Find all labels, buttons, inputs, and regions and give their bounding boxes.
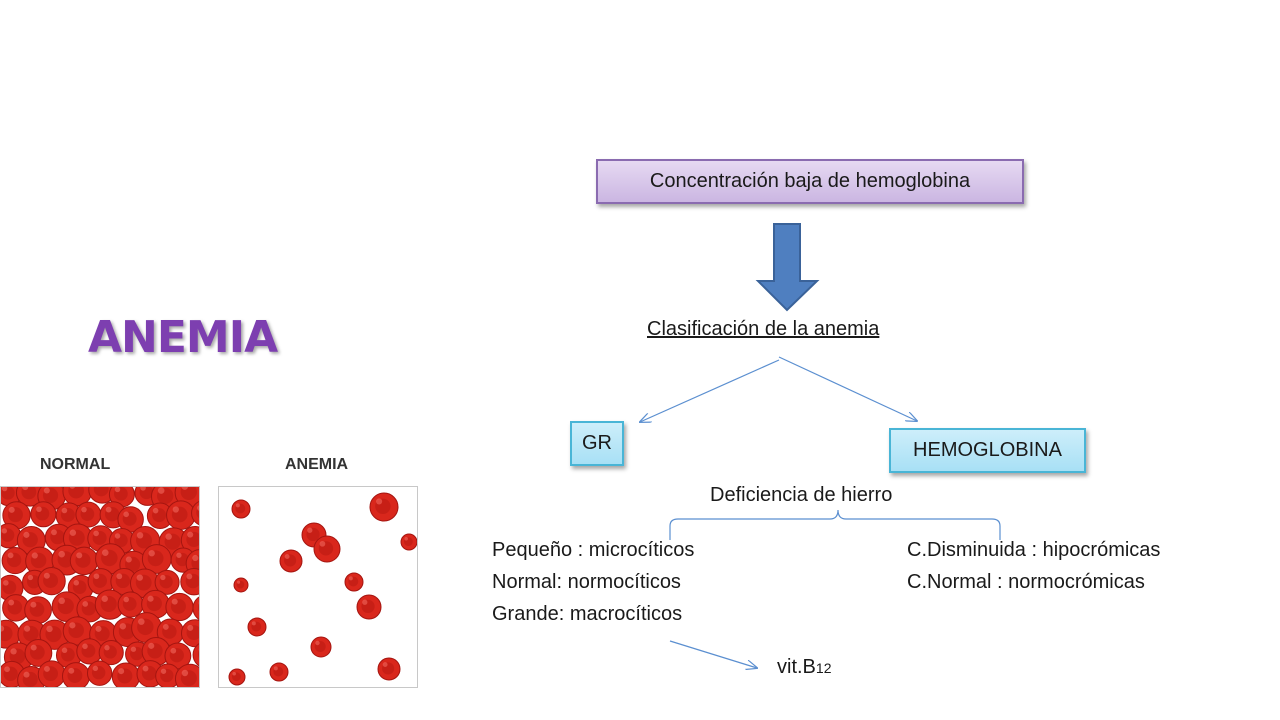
red-blood-cell <box>231 499 251 519</box>
hemoglobina-box: HEMOGLOBINA <box>889 428 1086 473</box>
anemia-image-label: ANEMIA <box>285 456 349 473</box>
red-blood-cell <box>192 596 199 620</box>
red-blood-cell <box>55 502 83 529</box>
normal-blood-cells-image <box>0 486 200 688</box>
red-blood-cell <box>192 643 199 667</box>
red-blood-cell <box>98 639 124 666</box>
vitamin-subscript: 12 <box>815 660 832 676</box>
red-blood-cell <box>94 589 126 620</box>
red-blood-cell <box>112 617 143 648</box>
red-blood-cell <box>155 663 181 687</box>
red-blood-cell <box>75 501 102 528</box>
red-blood-cell <box>313 535 341 563</box>
red-blood-cell <box>76 638 103 665</box>
red-blood-cell <box>1 574 24 602</box>
red-blood-cell <box>146 502 174 529</box>
red-blood-cell <box>39 619 70 650</box>
red-blood-cell <box>108 487 135 508</box>
red-blood-cell <box>1 547 29 575</box>
low-hemoglobin-box: Concentración baja de hemoglobina <box>596 159 1024 204</box>
iron-deficiency-label: Deficiencia de hierro <box>710 484 893 506</box>
red-blood-cell <box>117 506 144 533</box>
list-item: Normal: normocíticos <box>492 571 681 593</box>
arrow-to-gr <box>640 359 780 422</box>
red-blood-cell <box>377 657 401 681</box>
red-blood-cell <box>164 642 192 670</box>
classification-heading: Clasificación de la anemia <box>647 318 880 340</box>
red-blood-cell <box>233 577 249 593</box>
red-blood-cell <box>37 660 66 687</box>
vitamin-prefix: vit.B <box>777 656 816 678</box>
page-title: ANEMIA <box>88 312 278 363</box>
red-blood-cell <box>181 619 199 648</box>
arrow-to-hemoglobina <box>778 356 917 421</box>
red-blood-cell <box>141 544 172 574</box>
red-blood-cell <box>400 533 417 551</box>
red-blood-cell <box>344 572 364 592</box>
size-classification-list: Pequeño : microcíticos Normal: normocíti… <box>492 534 694 630</box>
red-blood-cell <box>110 567 138 596</box>
red-blood-cell <box>15 487 44 507</box>
red-blood-cell <box>61 662 91 687</box>
brace <box>669 509 1001 540</box>
red-blood-cell <box>141 589 170 619</box>
red-blood-cell <box>191 500 199 526</box>
red-blood-cell <box>369 492 399 522</box>
red-blood-cell <box>2 501 31 530</box>
normal-blood-cells-illustration <box>1 487 199 687</box>
red-blood-cell <box>154 569 180 595</box>
red-blood-cell <box>86 660 113 686</box>
red-blood-cell <box>356 594 382 620</box>
red-blood-cell <box>228 668 246 686</box>
vitamin-b12-label: vit.B12 <box>777 656 831 679</box>
list-item: C.Disminuida : hipocrómicas <box>907 539 1161 561</box>
down-arrow-icon <box>755 223 820 312</box>
list-item: Grande: macrocíticos <box>492 603 683 625</box>
gr-box: GR <box>570 421 624 466</box>
red-blood-cell <box>111 662 141 687</box>
red-blood-cell <box>55 642 82 669</box>
red-blood-cell <box>2 594 30 622</box>
red-blood-cell <box>180 567 199 596</box>
red-blood-cell <box>87 568 115 595</box>
normal-image-label: NORMAL <box>40 456 111 473</box>
red-blood-cell <box>166 500 196 530</box>
red-blood-cell <box>131 612 162 644</box>
red-blood-cell <box>174 663 199 687</box>
anemia-blood-cells-illustration <box>228 492 417 686</box>
red-blood-cell <box>165 592 194 622</box>
red-blood-cell <box>269 662 289 682</box>
red-blood-cell <box>24 639 53 667</box>
list-item: C.Normal : normocrómicas <box>907 571 1145 593</box>
anemia-blood-cells-image <box>218 486 418 688</box>
red-blood-cell <box>247 617 267 637</box>
arrow-to-vitamin <box>669 640 757 668</box>
red-blood-cell <box>37 567 66 596</box>
red-blood-cell <box>279 549 303 573</box>
color-classification-list: C.Disminuida : hipocrómicas C.Normal : n… <box>907 534 1160 598</box>
red-blood-cell <box>310 636 332 658</box>
red-blood-cell <box>141 636 171 666</box>
red-blood-cell <box>1 523 22 549</box>
list-item: Pequeño : microcíticos <box>492 539 695 561</box>
